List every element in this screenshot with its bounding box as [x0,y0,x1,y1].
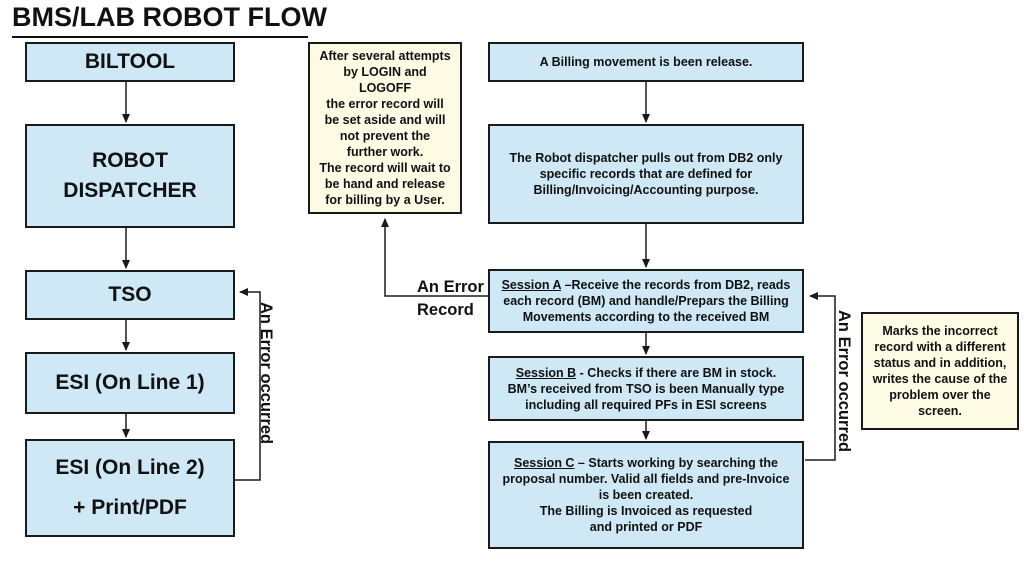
session-a-box: Session A –Receive the records from DB2,… [488,269,804,333]
note-line: for billing by a User. [325,193,445,207]
biltool-box: BILTOOL [25,42,235,82]
esi-line2-box: ESI (On Line 2) + Print/PDF [25,439,235,537]
session-b-heading: Session B [515,365,577,380]
note-line: be hand and release [324,177,446,191]
robot-dispatcher-label-line1: ROBOT [92,149,168,172]
error-record-line2: Record [417,301,474,319]
note-line: be set aside and will [324,113,446,127]
error-record-line1: An Error [417,278,484,296]
note-line: further work. [346,145,424,159]
left-error-occurred-label: An Error occurred [257,302,275,445]
session-c-line2: proposal number. Valid all fields and pr… [502,472,790,486]
error-record-connector [381,218,488,297]
session-b-line1: Session B - Checks if there are BM in st… [516,365,777,381]
print-pdf-label: + Print/PDF [73,496,187,519]
biltool-label: BILTOOL [84,50,176,73]
session-a-heading: Session A [501,278,562,292]
tso-label: TSO [108,283,152,306]
session-b-line1-text: - Checks if there are BM in stock. [576,365,777,380]
session-c-line1: Session C – Starts working by searching … [514,455,778,471]
session-b-line3: including all required PFs in ESI screen… [525,397,767,412]
note-line: by LOGIN and LOGOFF [343,65,427,95]
billing-release-box: A Billing movement is been release. [488,42,804,82]
session-c-line5: and printed or PDF [589,520,703,534]
esi-line2-label: ESI (On Line 2) [55,456,205,479]
title-underline [12,36,308,38]
marks-line: screen. [918,404,962,418]
right-error-occurred-label: An Error occurred [835,310,853,453]
page-title: BMS/LAB ROBOT FLOW [12,2,327,32]
dispatcher-pull-line: The Robot dispatcher pulls out from DB2 … [509,151,783,165]
note-line: The record will wait to [319,161,451,175]
marks-line: problem over the [889,388,991,402]
dispatcher-pull-line: specific records that are defined for [539,167,753,181]
note-line: not prevent the [339,129,431,143]
marks-line: status and in addition, [873,356,1007,370]
session-a-line1: Session A –Receive the records from DB2,… [502,277,791,293]
esi-line1-label: ESI (On Line 1) [55,371,205,394]
session-b-box: Session B - Checks if there are BM in st… [488,356,804,421]
esi-line1-box: ESI (On Line 1) [25,352,235,414]
error-note-box: After several attempts by LOGIN and LOGO… [308,42,462,214]
marks-line: writes the cause of the [872,372,1008,386]
right-error-loop [805,292,836,461]
note-line: the error record will [326,97,444,111]
robot-dispatcher-box: ROBOT DISPATCHER [25,124,235,228]
session-a-line1-text: –Receive the records from DB2, reads [561,278,791,292]
dispatcher-pull-line: Billing/Invoicing/Accounting purpose. [533,183,759,197]
session-b-line2: BM’s received from TSO is been Manually … [507,381,785,396]
session-c-heading: Session C [514,456,575,470]
marks-line: record with a different [874,340,1006,354]
marks-incorrect-box: Marks the incorrect record with a differ… [861,312,1019,430]
session-c-line4: The Billing is Invoiced as requested [539,504,753,518]
session-c-box: Session C – Starts working by searching … [488,441,804,549]
dispatcher-pull-box: The Robot dispatcher pulls out from DB2 … [488,124,804,224]
note-line: After several attempts [319,49,451,63]
session-c-line3: is been created. [598,488,694,502]
left-error-loop [235,288,261,481]
billing-release-label: A Billing movement is been release. [539,55,753,69]
error-record-label: An Error Record [417,276,484,322]
session-a-line3: Movements according to the received BM [522,310,770,324]
marks-line: Marks the incorrect [882,324,998,338]
robot-dispatcher-label-line2: DISPATCHER [63,179,197,202]
session-c-line1-text: – Starts working by searching the [574,456,778,470]
session-a-line2: each record (BM) and handle/Prepars the … [503,294,789,308]
tso-box: TSO [25,270,235,320]
